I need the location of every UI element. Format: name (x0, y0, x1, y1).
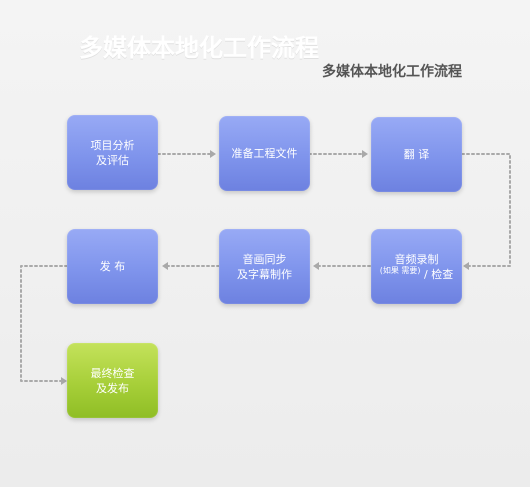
sync-subtitles-label: 音画同步 及字幕制作 (237, 252, 292, 281)
audio-recording-end-label: / 检查 (424, 267, 454, 281)
connector-translation-to-audio (461, 153, 511, 267)
connector-publish-to-final (20, 265, 68, 382)
translation-node: 翻 译 (371, 117, 462, 192)
translation-label: 翻 译 (403, 148, 430, 161)
audio-recording-label: 音频录制 (如果 需要) / 检查 (379, 252, 454, 282)
final-check-node: 最终检查 及发布 (67, 343, 158, 418)
project-analysis-label: 项目分析 及评估 (90, 138, 135, 167)
publish-node: 发 布 (67, 229, 158, 304)
arrow-translation-to-audio (463, 262, 469, 270)
diagram-title: 多媒体本地化工作流程 (79, 34, 319, 62)
diagram-subtitle: 多媒体本地化工作流程 (322, 64, 462, 80)
final-check-label: 最终检查 及发布 (90, 366, 135, 395)
audio-recording-note: (如果 需要) (379, 265, 421, 275)
arrow-audio-to-sync (313, 262, 319, 270)
publish-label: 发 布 (99, 260, 126, 273)
arrow-sync-to-publish (162, 262, 168, 270)
sync-subtitles-node: 音画同步 及字幕制作 (219, 229, 310, 304)
project-analysis-node: 项目分析 及评估 (67, 115, 158, 190)
prepare-files-node: 准备工程文件 (219, 116, 310, 191)
prepare-files-label: 准备工程文件 (231, 147, 298, 160)
arrow-prepare-to-translation (362, 150, 368, 158)
arrow-project-to-prepare (210, 150, 216, 158)
audio-recording-main-label: 音频录制 (394, 252, 439, 266)
audio-recording-node: 音频录制 (如果 需要) / 检查 (371, 229, 462, 304)
